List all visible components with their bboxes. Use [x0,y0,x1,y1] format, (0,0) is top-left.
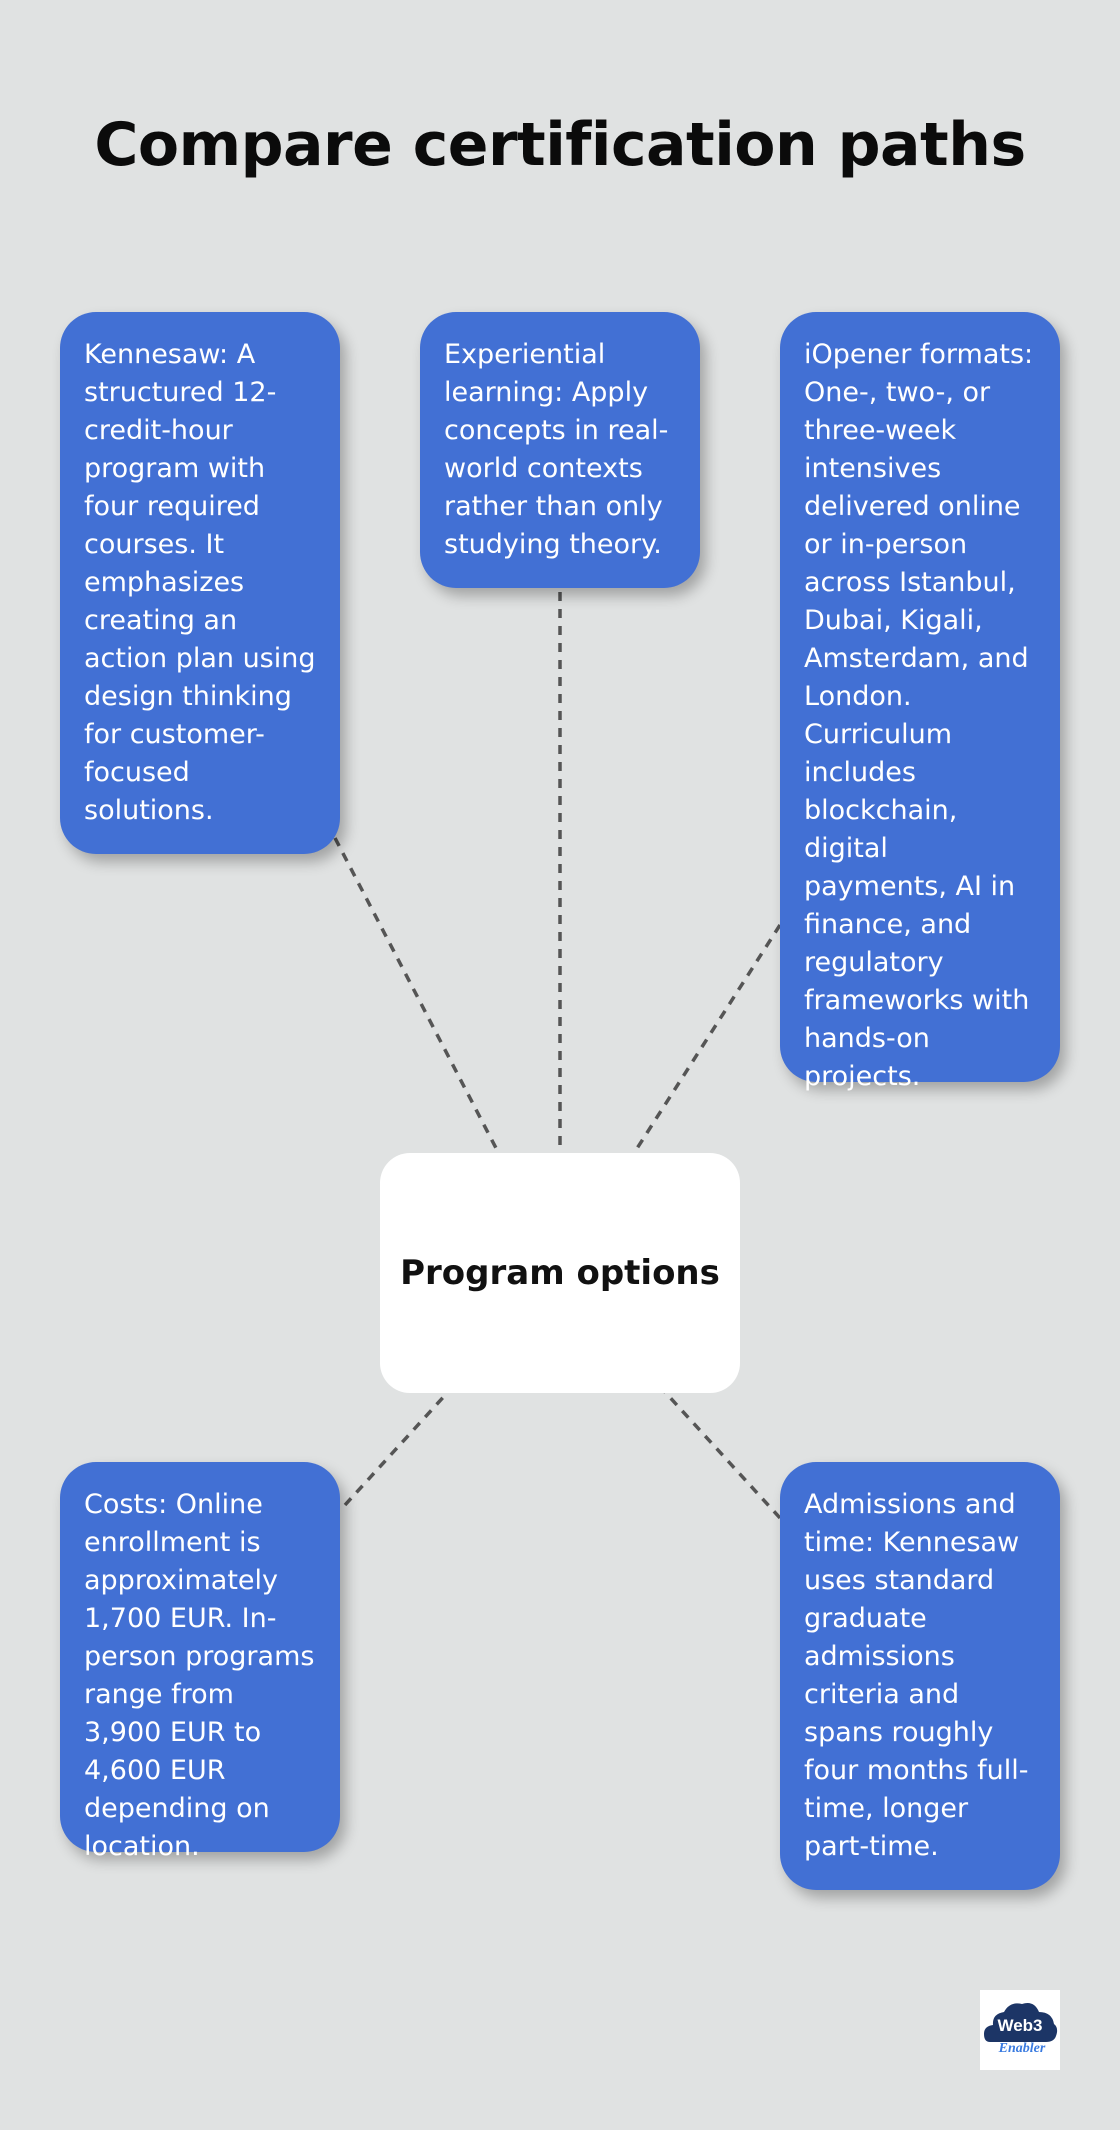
web3-enabler-logo: Web3 Enabler [980,1990,1060,2070]
costs-text: Costs: Online enrollment is approximatel… [84,1489,315,1862]
admissions-time-text: Admissions and time: Kennesaw uses stand… [804,1489,1029,1862]
page-title: Compare certification paths [94,110,1026,180]
cloud-logo-icon: Web3 Enabler [984,2003,1058,2056]
connector-iopener [634,924,782,1151]
iopener-formats-card: iOpener formats: One-, two-, or three-we… [780,312,1060,1092]
admissions-time-card: Admissions and time: Kennesaw uses stand… [780,1462,1060,1890]
program-options-node: Program options [380,1153,740,1393]
logo-word: Web3 [997,2016,1042,2035]
kennesaw-card: Kennesaw: A structured 12-credit-hour pr… [60,312,340,854]
kennesaw-text: Kennesaw: A structured 12-credit-hour pr… [84,339,316,826]
logo-subword: Enabler [998,2041,1046,2056]
iopener-formats-text: iOpener formats: One-, two-, or three-we… [804,339,1034,1092]
program-options-label: Program options [400,1253,720,1293]
connector-costs [343,1390,450,1507]
experiential-learning-text: Experiential learning: Apply concepts in… [444,339,669,560]
costs-card: Costs: Online enrollment is approximatel… [60,1462,340,1862]
connector-kennesaw [333,837,499,1151]
experiential-learning-card: Experiential learning: Apply concepts in… [420,312,700,588]
connector-admissions [663,1390,782,1520]
